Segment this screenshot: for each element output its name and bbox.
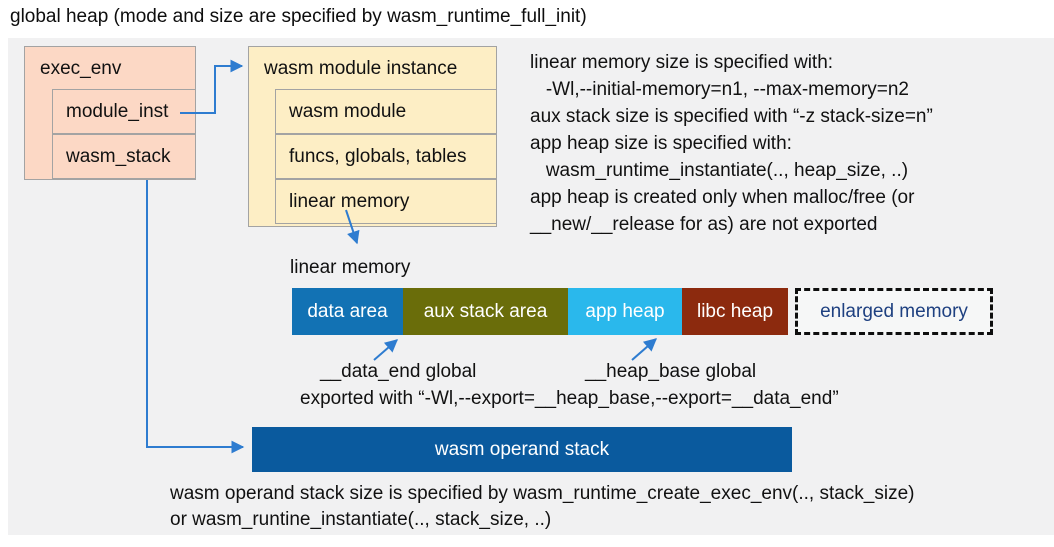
wasm-operand-stack-bar: wasm operand stack <box>252 427 792 472</box>
memory-segment: libc heap <box>682 288 788 335</box>
note-line: or wasm_runtine_instantiate(.., stack_si… <box>170 509 552 530</box>
module-instance-field-linear-memory: linear memory <box>275 179 497 224</box>
module-instance-field-funcs-globals-tables: funcs, globals, tables <box>275 134 497 179</box>
note-line: app heap size is specified with: <box>530 133 792 154</box>
exported-flags-label: exported with “-Wl,--export=__heap_base,… <box>300 388 839 409</box>
note-line: aux stack size is specified with “-z sta… <box>530 106 933 127</box>
note-line: linear memory size is specified with: <box>530 52 834 73</box>
memory-segment: app heap <box>568 288 682 335</box>
heap-base-global-label: __heap_base global <box>585 361 757 382</box>
enlarged-memory-label: enlarged memory <box>820 300 968 322</box>
exec-env-field-module-inst: module_inst <box>52 89 196 134</box>
note-line: wasm operand stack size is specified by … <box>170 483 915 504</box>
exec-env-title: exec_env <box>40 57 122 79</box>
note-line: wasm_runtime_instantiate(.., heap_size, … <box>530 160 909 181</box>
memory-segment: aux stack area <box>403 288 568 335</box>
memory-segment: data area <box>292 288 403 335</box>
linear-memory-label: linear memory <box>290 257 411 278</box>
exec-env-field-wasm-stack: wasm_stack <box>52 134 196 179</box>
note-line: app heap is created only when malloc/fre… <box>530 187 915 208</box>
module-instance-field-wasm-module: wasm module <box>275 89 497 134</box>
wasm-operand-stack-label: wasm operand stack <box>434 438 610 460</box>
note-line: __new/__release for as) are not exported <box>530 214 878 235</box>
operand-stack-notes: wasm operand stack size is specified by … <box>170 481 1050 533</box>
module-instance-title: wasm module instance <box>264 57 458 79</box>
diagram-title: global heap (mode and size are specified… <box>10 6 587 27</box>
enlarged-memory-box: enlarged memory <box>795 288 993 335</box>
data-end-global-label: __data_end global <box>320 361 477 382</box>
linear-memory-notes: linear memory size is specified with: -W… <box>530 49 1050 238</box>
note-line: -Wl,--initial-memory=n1, --max-memory=n2 <box>530 79 909 100</box>
